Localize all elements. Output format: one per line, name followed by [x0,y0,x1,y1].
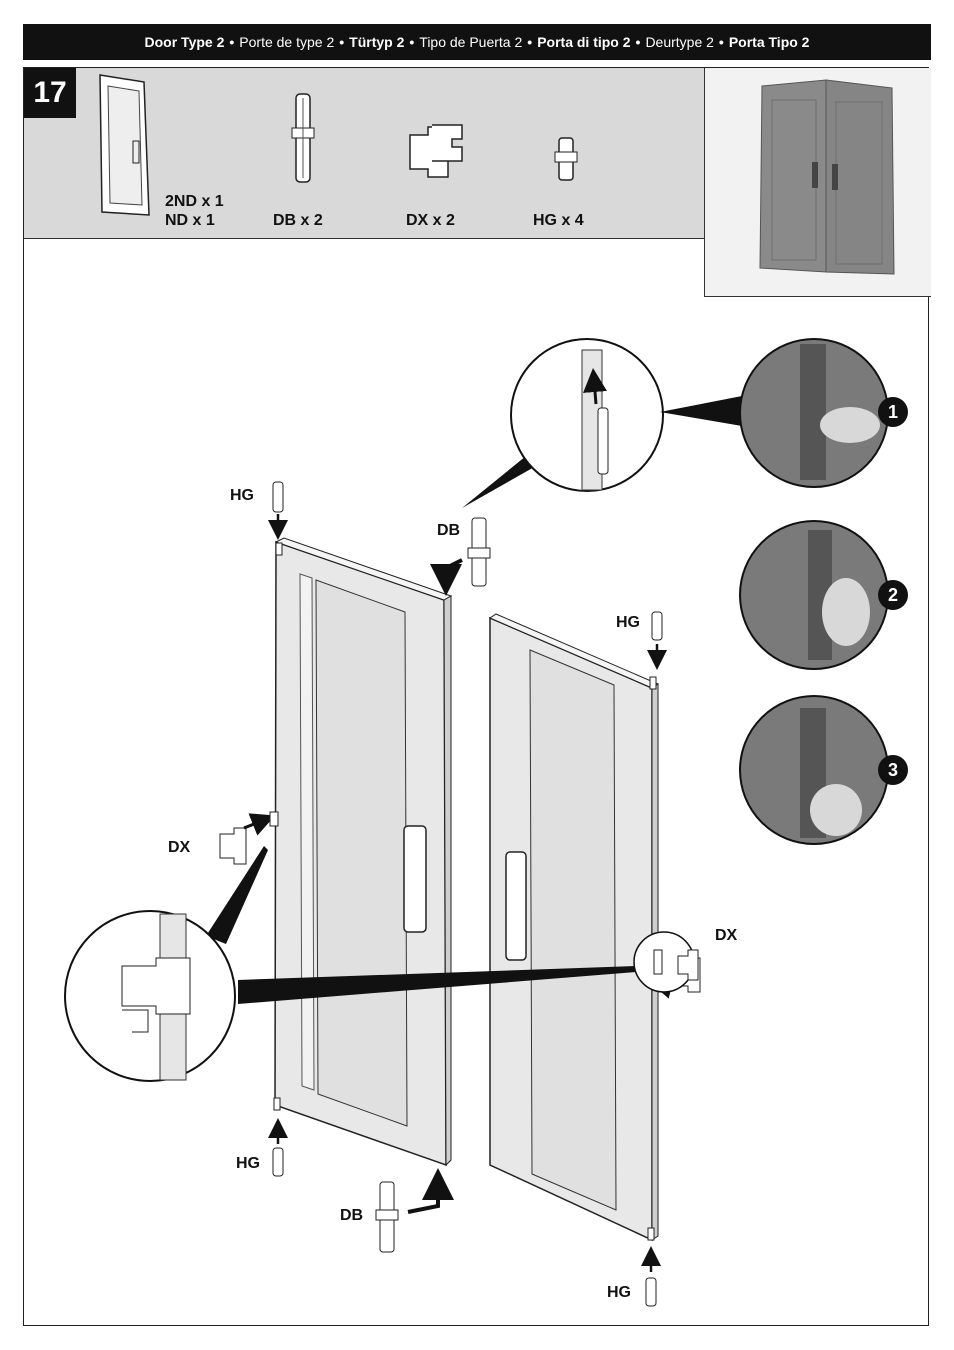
header-separator: • [409,34,415,50]
step-badge-3: 3 [878,755,908,785]
header-door-type-nl: Deurtype 2 [645,34,714,50]
right-door [488,613,660,1242]
header-door-type-fr: Porte de type 2 [239,34,335,50]
header-door-type-en: Door Type 2 [144,34,225,50]
door-qty-nd: ND x 1 [165,212,215,229]
label-hg-bottom-right: HG [607,1284,631,1301]
dx-part-icon [409,124,463,178]
label-hg-top-right: HG [616,614,640,631]
label-db-bottom: DB [340,1207,364,1224]
step-photo-1 [660,338,889,488]
step-badge-1: 1 [878,397,908,427]
header-separator: • [635,34,641,50]
header-separator: • [229,34,235,50]
step-photo-2 [739,520,889,670]
header-separator: • [339,34,345,50]
db-detail-callout [462,338,664,508]
left-door [273,537,453,1167]
db-part-icon [291,93,315,183]
dx-detail-callout-left [64,846,636,1082]
label-dx-left: DX [168,839,191,856]
step-photo-3 [739,695,889,845]
label-hg-bottom-left: HG [236,1155,260,1172]
header-door-type-es: Tipo de Puerta 2 [419,34,523,50]
label-db-top: DB [437,522,461,539]
header-separator: • [718,34,724,50]
label-hg-top-left: HG [230,487,254,504]
db-clip-bottom [375,1168,454,1253]
header-bar: Door Type 2 • Porte de type 2 • Türtyp 2… [23,24,931,60]
header-door-type-pt: Porta Tipo 2 [728,34,810,50]
dx-clip-left [219,811,279,865]
hg-part-icon [554,137,578,181]
hg-pin-bottom-right [641,1246,661,1307]
door-qty-2nd: 2ND x 1 [165,193,224,210]
door-part-icon [99,74,150,216]
db-clip-top [430,517,491,596]
hg-qty: HG x 4 [533,212,584,229]
instruction-frame [23,67,929,1326]
header-separator: • [527,34,533,50]
step-badge-2: 2 [878,580,908,610]
step-number: 17 [24,68,76,118]
header-door-type-it: Porta di tipo 2 [537,34,631,50]
photo-doors [759,79,895,275]
db-qty: DB x 2 [273,212,323,229]
dx-qty: DX x 2 [406,212,455,229]
hg-pin-top-right [647,611,667,670]
header-door-type-de: Türtyp 2 [349,34,405,50]
hg-pin-top-left [268,481,288,540]
hg-pin-bottom-left [268,1118,288,1177]
label-dx-right: DX [715,927,738,944]
